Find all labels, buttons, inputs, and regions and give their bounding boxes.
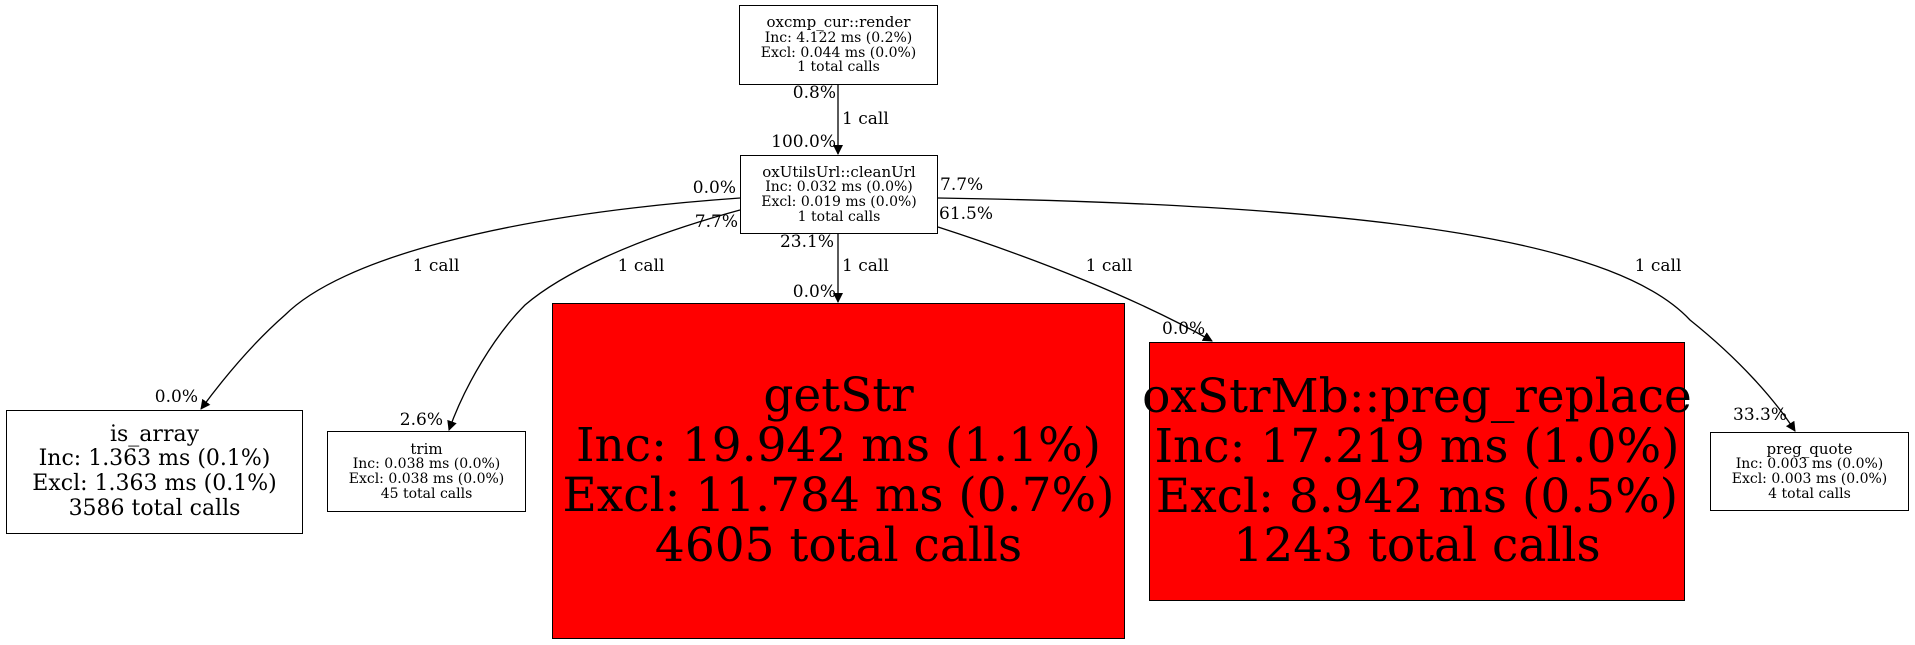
node-inc: Inc: 0.038 ms (0.0%) — [352, 456, 501, 473]
node-excl: Excl: 1.363 ms (0.1%) — [32, 471, 277, 496]
edge-to-pct: 100.0% — [771, 132, 836, 152]
node-render[interactable]: oxcmp_cur::render Inc: 4.122 ms (0.2%) E… — [739, 5, 938, 85]
edge-from-pct: 0.8% — [792, 83, 836, 103]
node-calls: 3586 total calls — [68, 495, 241, 521]
node-getStr[interactable]: getStr Inc: 19.942 ms (1.1%) Excl: 11.78… — [552, 303, 1125, 639]
edge-call-label: 1 call — [1085, 256, 1133, 276]
node-name: trim — [410, 439, 443, 458]
edge-call-label: 1 call — [412, 256, 460, 276]
node-calls: 1 total calls — [797, 208, 881, 225]
node-name: is_array — [109, 421, 200, 447]
edge-from-pct: 0.0% — [692, 178, 736, 198]
node-inc: Inc: 4.122 ms (0.2%) — [764, 29, 913, 46]
node-inc: Inc: 19.942 ms (1.1%) — [575, 418, 1102, 474]
node-excl: Excl: 8.942 ms (0.5%) — [1155, 468, 1679, 524]
edge-from-pct: 7.7% — [694, 212, 738, 232]
node-preg_replace[interactable]: oxStrMb::preg_replace Inc: 17.219 ms (1.… — [1142, 342, 1692, 601]
node-name: getStr — [763, 368, 914, 424]
edge-to-pct: 2.6% — [399, 410, 443, 430]
node-excl: Excl: 0.038 ms (0.0%) — [348, 471, 505, 488]
node-excl: Excl: 0.044 ms (0.0%) — [760, 44, 917, 61]
edge-from-pct: 7.7% — [940, 175, 984, 195]
edge-call-label: 1 call — [842, 256, 889, 276]
node-is_array[interactable]: is_array Inc: 1.363 ms (0.1%) Excl: 1.36… — [6, 410, 303, 534]
node-excl: Excl: 0.019 ms (0.0%) — [761, 194, 917, 211]
node-calls: 4605 total calls — [654, 517, 1023, 573]
edge-to-pct: 0.0% — [792, 282, 836, 302]
edge-to-pct: 33.3% — [1733, 405, 1788, 425]
node-excl: Excl: 0.003 ms (0.0%) — [1731, 471, 1888, 488]
node-calls: 1 total calls — [797, 59, 880, 76]
edge-to-pct: 0.0% — [1162, 319, 1206, 339]
node-inc: Inc: 0.003 ms (0.0%) — [1735, 456, 1884, 473]
edge-cleanUrl-preg_replace — [937, 226, 1213, 342]
edge-call-label: 1 call — [617, 256, 665, 276]
edge-cleanUrl-is_array — [200, 197, 741, 410]
node-calls: 1243 total calls — [1233, 518, 1601, 574]
node-name: preg_quote — [1766, 439, 1853, 458]
node-inc: Inc: 17.219 ms (1.0%) — [1154, 418, 1680, 474]
node-name: oxStrMb::preg_replace — [1142, 368, 1692, 424]
node-inc: Inc: 1.363 ms (0.1%) — [38, 446, 271, 472]
node-calls: 45 total calls — [380, 485, 473, 502]
edge-cleanUrl-preg_quote — [937, 197, 1796, 432]
edge-to-pct: 0.0% — [154, 387, 198, 407]
node-excl: Excl: 11.784 ms (0.7%) — [562, 468, 1115, 523]
node-preg_quote[interactable]: preg_quote Inc: 0.003 ms (0.0%) Excl: 0.… — [1710, 432, 1909, 511]
node-cleanUrl[interactable]: oxUtilsUrl::cleanUrl Inc: 0.032 ms (0.0%… — [740, 155, 938, 234]
node-inc: Inc: 0.032 ms (0.0%) — [765, 179, 913, 196]
node-trim[interactable]: trim Inc: 0.038 ms (0.0%) Excl: 0.038 ms… — [327, 431, 526, 512]
edge-call-label: 1 call — [842, 109, 889, 129]
edge-from-pct: 61.5% — [939, 204, 994, 224]
node-calls: 4 total calls — [1768, 485, 1851, 502]
node-name: oxUtilsUrl::cleanUrl — [762, 162, 916, 181]
edge-call-label: 1 call — [1634, 256, 1682, 276]
edge-from-pct: 23.1% — [779, 232, 834, 252]
node-name: oxcmp_cur::render — [766, 13, 911, 32]
edge-cleanUrl-trim — [447, 209, 741, 431]
